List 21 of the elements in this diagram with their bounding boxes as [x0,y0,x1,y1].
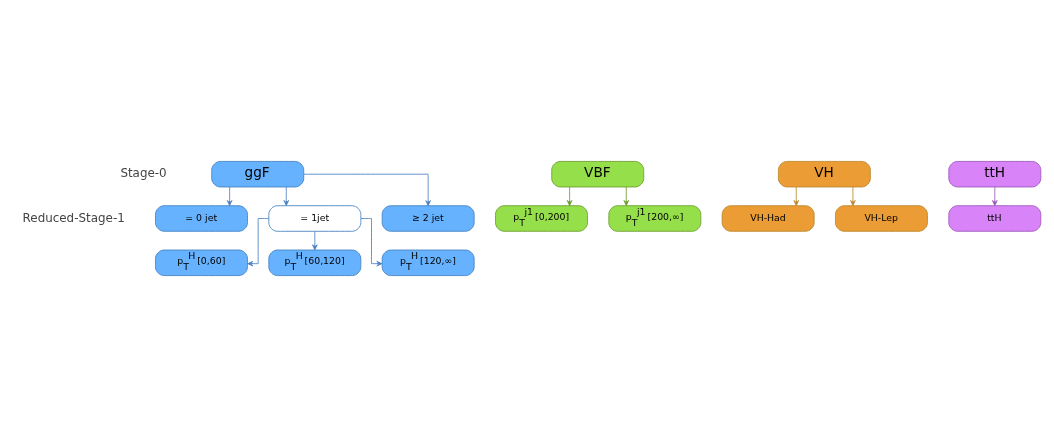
arrow [566,186,573,206]
arrow [312,230,318,251]
arrow [793,186,799,206]
node-box: ttH [948,161,1042,188]
node-box: VH-Lep [835,205,928,232]
node-box: VH [777,161,871,188]
label: Stage-0 [120,166,167,181]
arrow [283,186,289,206]
node-box: = 1jet [268,205,362,232]
arrow [992,186,998,206]
arrow [623,186,629,206]
node-box: VBF [551,161,645,188]
node-box: ttH [948,205,1042,232]
node-box: ≥ 2 jet [381,205,475,232]
arrow [850,186,856,206]
arrow [303,173,431,207]
node-box: ggF [211,161,305,188]
node-box: VH-Had [721,205,815,232]
label: Reduced-Stage-1 [22,210,125,225]
arrow [226,186,233,206]
node-box: = 0 jet [155,205,248,232]
